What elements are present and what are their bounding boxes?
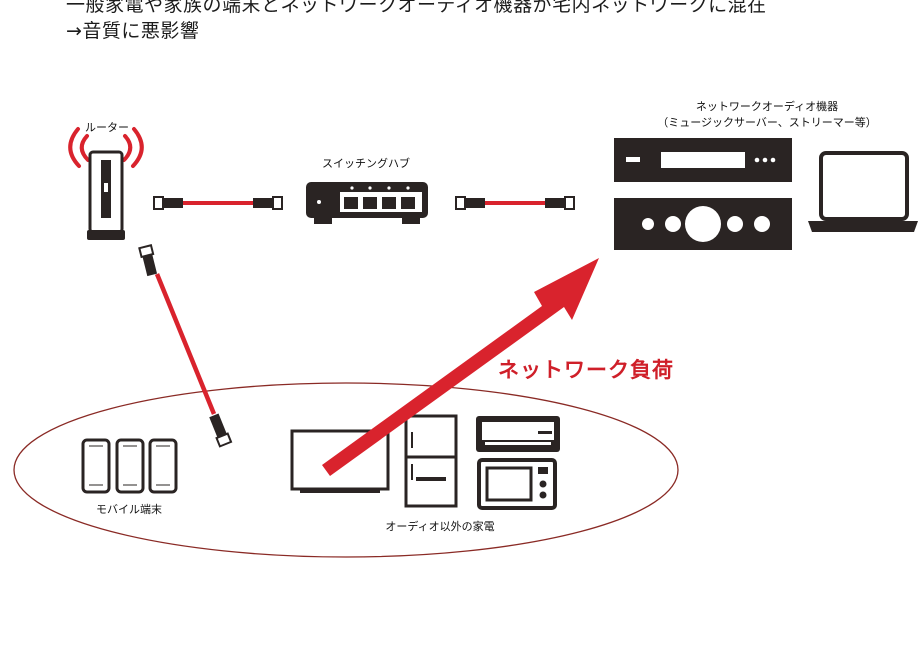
switching-hub-label: スイッチングハブ	[322, 157, 410, 170]
heading-line-1: 一般家電や家族の端末とネットワークオーディオ機器が宅内ネットワークに混在	[66, 0, 767, 16]
smartphone-icon	[81, 438, 111, 494]
microwave-icon	[477, 458, 557, 510]
lan-cable-icon	[138, 244, 233, 448]
router-label: ルーター	[85, 121, 129, 134]
laptop-icon	[808, 151, 918, 232]
smartphone-icon	[115, 438, 145, 494]
switching-hub-icon	[306, 182, 428, 224]
network-audio-label: ネットワークオーディオ機器	[695, 100, 839, 113]
router-icon	[68, 127, 144, 240]
network-load-label: ネットワーク負荷	[498, 358, 674, 382]
amplifier-icon	[614, 198, 792, 250]
air-conditioner-icon	[476, 416, 560, 452]
smartphone-icon	[148, 438, 178, 494]
heading-line-2: →音質に悪影響	[66, 20, 200, 42]
audio-player-icon	[614, 138, 792, 182]
refrigerator-icon	[404, 414, 458, 508]
lan-cable-icon	[153, 196, 283, 210]
home-network-ellipse	[13, 382, 679, 558]
heading: 一般家電や家族の端末とネットワークオーディオ機器が宅内ネットワークに混在 →音質…	[66, 0, 767, 44]
network-audio-sublabel: （ミュージックサーバー、ストリーマー等）	[657, 116, 877, 129]
lan-cable-icon	[455, 196, 575, 210]
arrow-icon	[322, 258, 599, 476]
mobile-label: モバイル端末	[96, 503, 162, 516]
appliances-label: オーディオ以外の家電	[385, 520, 495, 533]
